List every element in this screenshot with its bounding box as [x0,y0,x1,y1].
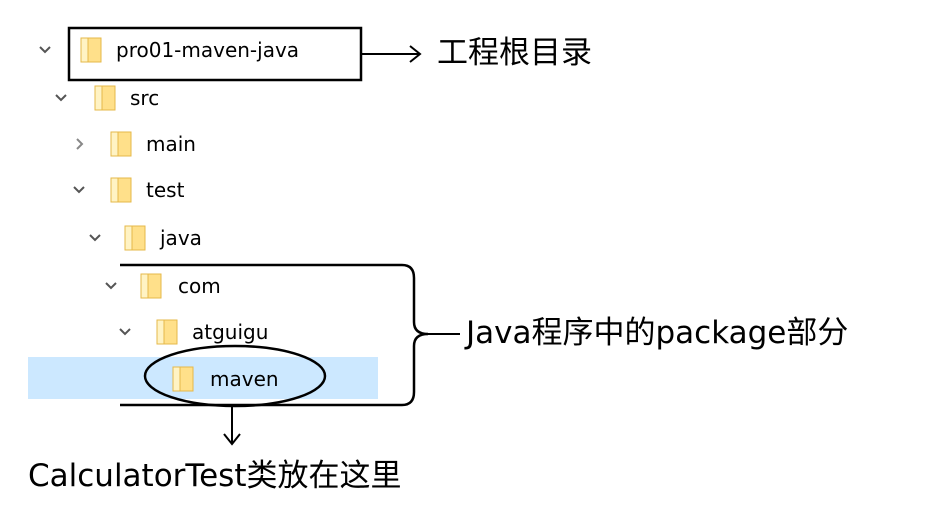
test-arrow-head [223,433,241,446]
tree-item-com[interactable]: com [0,266,400,306]
chevron-down-icon[interactable] [86,229,104,247]
folder-icon [156,317,180,345]
chevron-down-icon[interactable] [36,41,54,59]
folder-icon [110,129,134,157]
tree-item-label: maven [210,367,279,391]
package-note: Java程序中的package部分 [466,315,849,351]
tree-item-label: main [146,132,196,156]
tree-item-test[interactable]: test [0,170,400,210]
tree-item-main[interactable]: main [0,124,400,164]
maven-ellipse [143,344,327,408]
chevron-down-icon[interactable] [70,181,88,199]
root-directory-note: 工程根目录 [437,35,592,71]
tree-item-label: test [146,178,185,202]
folder-icon [94,83,118,111]
folder-icon [124,223,148,251]
root-highlight-box [67,26,363,82]
tree-item-java[interactable]: java [0,218,400,258]
folder-icon [140,271,164,299]
tree-item-label: pro01-maven-java [116,38,300,62]
folder-icon [80,35,104,63]
tree-item-pro01-maven-java[interactable]: pro01-maven-java [0,30,400,70]
chevron-down-icon[interactable] [116,323,134,341]
package-brace [120,263,429,407]
chevron-down-icon[interactable] [52,89,70,107]
tree-item-label: com [178,274,221,298]
root-arrow-head [409,45,422,63]
folder-icon [172,364,196,392]
chevron-down-icon[interactable] [102,277,120,295]
test-class-location-note: CalculatorTest类放在这里 [28,458,402,494]
tree-item-atguigu[interactable]: atguigu [0,312,400,352]
tree-item-label: java [160,226,202,250]
tree-item-label: atguigu [192,320,269,344]
tree-item-src[interactable]: src [0,78,400,118]
tree-item-maven[interactable]: maven [0,359,400,399]
tree-item-label: src [130,86,160,110]
folder-icon [110,175,134,203]
chevron-right-icon[interactable] [70,135,88,153]
